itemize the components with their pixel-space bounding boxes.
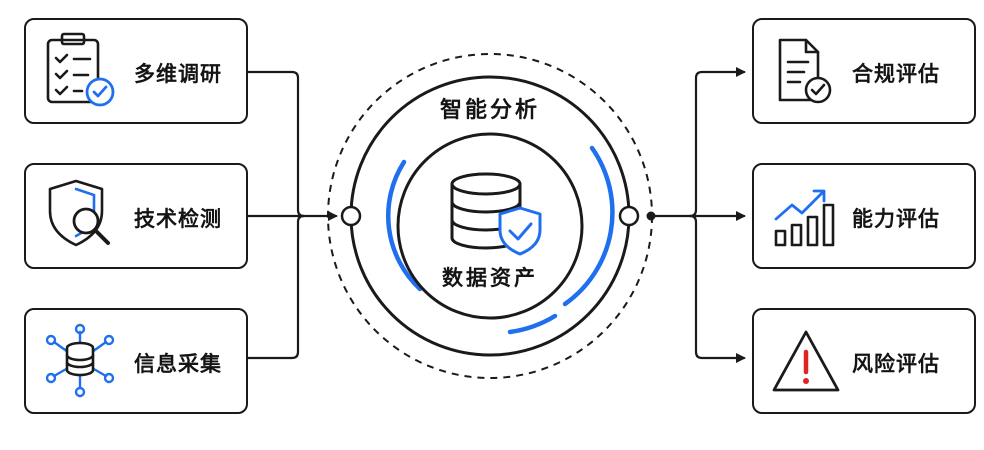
growth-chart-icon [774,189,835,247]
outer-dashed-ring [327,53,653,379]
clipboard-checklist-icon [46,32,115,107]
ring-title: 智能分析 [439,98,540,123]
output-box-compliance: 合规评估 [752,18,976,124]
output-box-capability: 能力评估 [752,163,976,269]
accent-arc-right [562,145,615,307]
inner-ring [396,132,584,320]
input-box-detection: 技术检测 [24,163,248,269]
core-label: 数据资产 [442,266,538,290]
shield-magnifier-icon [48,179,110,247]
shield-check-icon [498,206,542,256]
input-label-survey: 多维调研 [134,62,222,86]
accent-arc-left [385,159,423,292]
database-network-icon [45,323,115,398]
input-box-collection: 信息采集 [24,308,248,414]
connector-output-3 [688,214,746,363]
output-label-compliance: 合规评估 [852,62,940,86]
left-port [340,205,362,227]
accent-arc-bottom [507,313,558,335]
right-port [618,205,640,227]
output-label-capability: 能力评估 [852,207,940,231]
input-label-collection: 信息采集 [134,352,222,376]
connector-input-3 [246,214,306,360]
warning-triangle-icon [772,330,840,392]
input-label-detection: 技术检测 [134,207,222,231]
input-box-survey: 多维调研 [24,18,248,124]
output-label-risk: 风险评估 [852,352,940,376]
document-check-icon [778,38,832,104]
output-box-risk: 风险评估 [752,308,976,414]
